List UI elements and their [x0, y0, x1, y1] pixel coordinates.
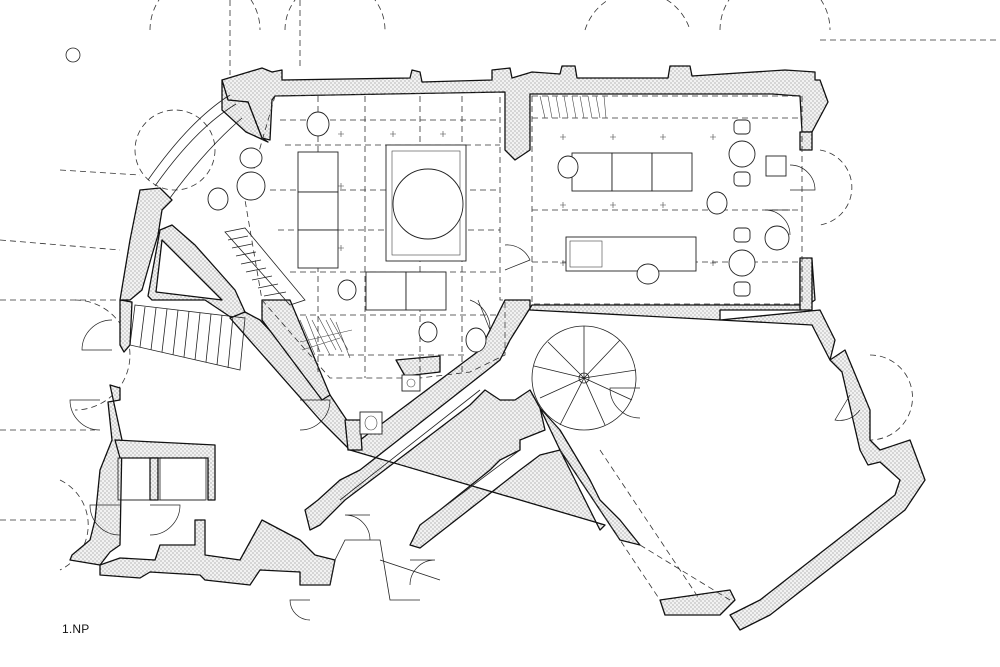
spiral-stair — [531, 325, 637, 431]
room-right-grid — [531, 95, 803, 305]
room-right-furniture — [557, 119, 790, 297]
north-marker-icon — [65, 47, 81, 63]
door-swings — [69, 164, 861, 621]
stair-upper — [224, 227, 306, 306]
stair-lower — [129, 304, 246, 371]
curved-bay — [147, 94, 243, 199]
coat-rack — [299, 315, 353, 359]
wc-fixtures — [359, 374, 421, 435]
exterior-tree-canopies — [59, 0, 913, 571]
walls — [69, 65, 926, 631]
exterior-guide-lines — [0, 0, 1000, 521]
corridor-lines — [329, 389, 521, 601]
room-left-furniture — [207, 111, 487, 353]
floor-level-label: 1.NP — [62, 622, 90, 636]
room-right-rack — [539, 95, 607, 119]
lower-left-rooms — [117, 457, 207, 501]
exterior-dashed-edges — [559, 449, 731, 601]
